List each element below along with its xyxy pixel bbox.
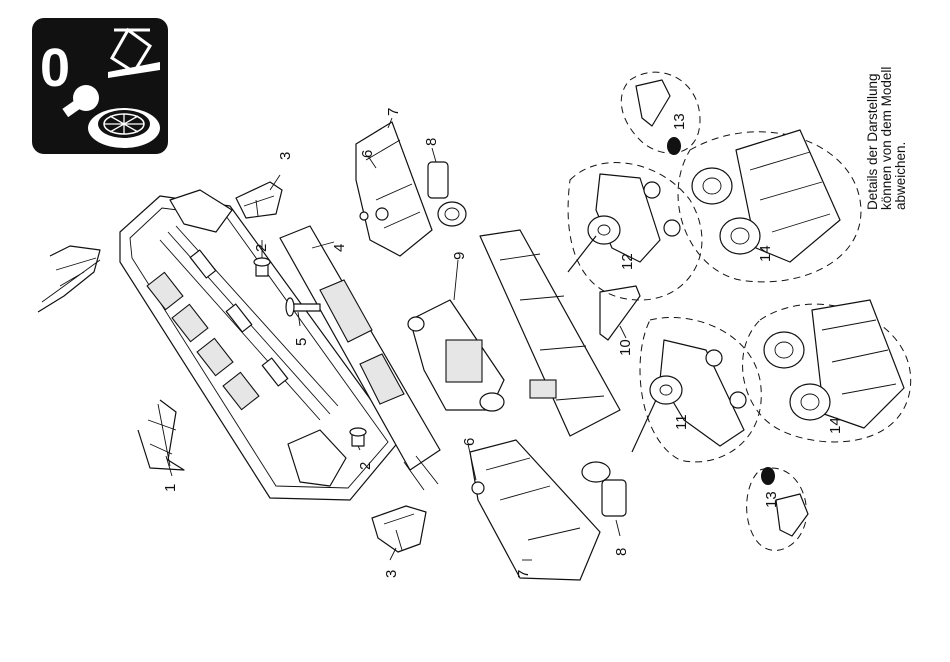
service-digit: 0 xyxy=(40,38,70,98)
note-line-1: Details der Darstellung xyxy=(866,10,880,210)
label-part-12: 12 xyxy=(619,253,636,270)
service-symbol-icon: 0 xyxy=(32,18,168,154)
label-part-13-top: 13 xyxy=(671,113,688,130)
label-part-14-bottom: 14 xyxy=(827,417,844,434)
flywheel-bottom xyxy=(582,462,626,516)
label-part-10: 10 xyxy=(617,339,634,356)
disclaimer-note: Details der Darstellung können von dem M… xyxy=(866,10,908,210)
label-part-6-top: 6 xyxy=(359,150,376,158)
label-part-6-bottom: 6 xyxy=(461,438,478,446)
label-part-5: 5 xyxy=(293,338,310,346)
label-part-8-bottom: 8 xyxy=(613,548,630,556)
label-part-14-top: 14 xyxy=(757,245,774,262)
bogie-frame-bottom xyxy=(470,440,600,580)
label-part-9: 9 xyxy=(451,252,468,260)
label-part-2-bottom: 2 xyxy=(357,462,374,470)
label-part-4: 4 xyxy=(331,244,348,252)
note-line-2: können von dem Modell xyxy=(880,10,894,210)
label-part-1: 1 xyxy=(162,484,179,492)
motor xyxy=(408,300,504,411)
pantograph-bottom xyxy=(138,400,184,470)
label-part-3-top: 3 xyxy=(277,152,294,160)
screw-top xyxy=(254,258,270,276)
drive-bogie-bottom xyxy=(632,340,746,452)
wheelset-bogie-bottom xyxy=(764,300,904,428)
label-part-2-top: 2 xyxy=(253,244,270,252)
note-line-3: abweichen. xyxy=(894,10,908,210)
wheel-icon xyxy=(88,108,160,148)
label-part-11: 11 xyxy=(673,414,690,430)
wheelset-bogie-top xyxy=(692,130,840,262)
bogie-frame-top xyxy=(356,122,432,256)
label-part-7-top: 7 xyxy=(385,108,402,116)
label-part-7-bottom: 7 xyxy=(515,570,532,578)
label-part-3-bottom: 3 xyxy=(383,570,400,578)
label-part-8-top: 8 xyxy=(423,138,440,146)
label-part-13-bottom: 13 xyxy=(763,491,780,508)
coupler-top xyxy=(236,182,282,218)
pantograph-top xyxy=(38,246,100,312)
clip-part xyxy=(600,286,640,340)
flywheel-top xyxy=(428,162,466,226)
screw-bottom xyxy=(350,428,366,446)
coupler-bottom xyxy=(372,506,426,552)
